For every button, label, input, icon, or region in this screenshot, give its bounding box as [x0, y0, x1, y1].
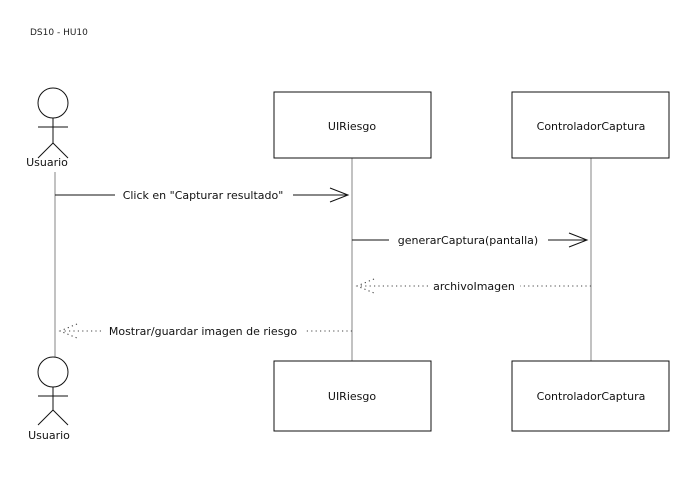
participant-ui-top — [273, 91, 432, 159]
actor-top-label: Usuario — [26, 156, 68, 169]
actor-bottom-label: Usuario — [28, 429, 70, 442]
message-archivo-label: archivoImagen — [433, 280, 515, 293]
participant-controller-top — [511, 91, 670, 159]
actor-bottom-figure — [37, 356, 69, 426]
participant-ui-top-label: UIRiesgo — [328, 120, 376, 133]
participant-ui-bottom-label: UIRiesgo — [328, 390, 376, 403]
message-click-label: Click en "Capturar resultado" — [123, 189, 284, 202]
actor-top-figure — [37, 87, 69, 159]
message-generar-arrow — [352, 232, 589, 248]
message-archivo-arrow — [355, 278, 591, 294]
message-mostrar-arrow — [58, 323, 352, 339]
message-click-arrow — [55, 187, 350, 203]
participant-ui-bottom — [273, 360, 432, 432]
participant-controller-bottom — [511, 360, 670, 432]
participant-controller-bottom-label: ControladorCaptura — [537, 390, 646, 403]
message-mostrar-label: Mostrar/guardar imagen de riesgo — [109, 325, 298, 338]
diagram-title: DS10 - HU10 — [30, 28, 88, 38]
message-generar-label: generarCaptura(pantalla) — [398, 234, 538, 247]
participant-controller-top-label: ControladorCaptura — [537, 120, 646, 133]
